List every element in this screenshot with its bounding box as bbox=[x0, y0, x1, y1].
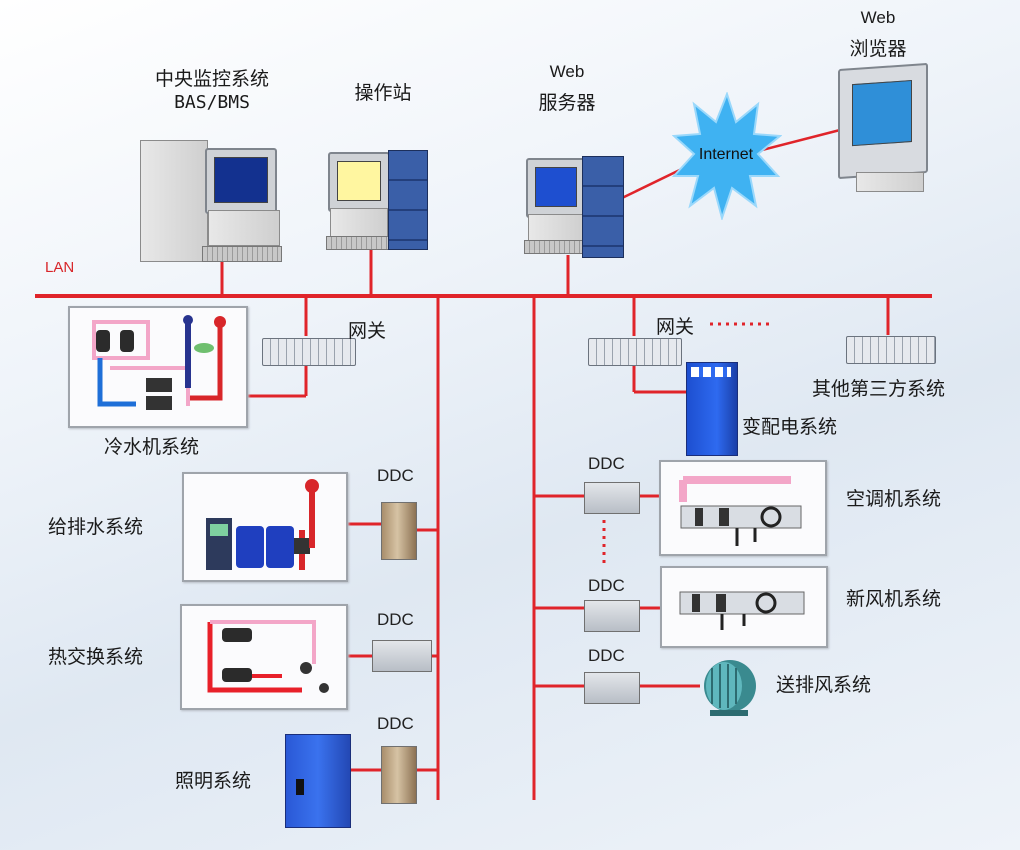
desktop-base bbox=[528, 214, 584, 242]
monitor bbox=[526, 158, 586, 218]
power-label: 变配电系统 bbox=[742, 416, 838, 438]
internet-cloud-icon bbox=[672, 92, 782, 220]
ddc-label-water: DDC bbox=[377, 466, 414, 485]
web-server-title-en: Web bbox=[549, 62, 585, 81]
ddc-label-exhaust: DDC bbox=[588, 646, 625, 665]
gateway-left-label: 网关 bbox=[348, 320, 387, 342]
chiller-panel[interactable] bbox=[68, 306, 248, 428]
water-pump-icon bbox=[206, 479, 319, 570]
heat-exchanger-icon bbox=[207, 620, 329, 693]
gateway-right-label: 网关 bbox=[656, 316, 695, 338]
ddc-label-heat: DDC bbox=[377, 610, 414, 629]
keyboard bbox=[326, 236, 392, 250]
browser-screen bbox=[852, 79, 912, 147]
exhaust-label: 送排风系统 bbox=[776, 674, 872, 696]
internet-label: Internet bbox=[698, 146, 754, 163]
server-tower bbox=[140, 140, 208, 262]
switch-icon bbox=[296, 779, 304, 795]
ddc-label-fresh-air: DDC bbox=[588, 576, 625, 595]
browser-title: 浏览器 bbox=[849, 38, 907, 60]
ddc-label-ahu: DDC bbox=[588, 454, 625, 473]
fresh-air-label: 新风机系统 bbox=[846, 588, 942, 610]
fresh-air-panel[interactable] bbox=[660, 566, 828, 648]
ddc-controller-lighting[interactable] bbox=[381, 746, 417, 804]
central-station-title: 中央监控系统 bbox=[154, 68, 270, 90]
gateway-left[interactable] bbox=[262, 338, 356, 366]
meters-icon bbox=[691, 367, 731, 377]
third-party-gateway[interactable] bbox=[846, 336, 936, 364]
web-server-title: 服务器 bbox=[538, 92, 596, 114]
lan-label: LAN bbox=[45, 259, 75, 276]
central-station-subtitle: BAS/BMS bbox=[174, 92, 250, 113]
operator-station-title: 操作站 bbox=[354, 82, 412, 104]
ddc-controller-ahu[interactable] bbox=[584, 482, 640, 514]
ahu-panel[interactable] bbox=[659, 460, 827, 556]
ddc-controller-heat[interactable] bbox=[372, 640, 432, 672]
water-panel[interactable] bbox=[182, 472, 348, 582]
power-cabinet[interactable] bbox=[686, 362, 738, 456]
monitor-screen bbox=[535, 167, 577, 207]
server-rack bbox=[388, 150, 428, 250]
desktop-base bbox=[330, 208, 388, 238]
monitor-screen bbox=[214, 157, 268, 203]
ddc-label-lighting: DDC bbox=[377, 714, 414, 733]
monitor-screen bbox=[337, 161, 381, 201]
keyboard bbox=[202, 246, 282, 262]
desktop-base bbox=[208, 210, 280, 246]
ddc-controller-water[interactable] bbox=[381, 502, 417, 560]
gateway-right[interactable] bbox=[588, 338, 682, 366]
exhaust-fan-icon[interactable] bbox=[698, 656, 758, 718]
ddc-controller-fresh-air[interactable] bbox=[584, 600, 640, 632]
monitor bbox=[328, 152, 390, 212]
chiller-piping-icon bbox=[92, 315, 226, 410]
third-party-label: 其他第三方系统 bbox=[812, 378, 946, 400]
server-rack bbox=[582, 156, 624, 258]
lighting-label: 照明系统 bbox=[175, 770, 252, 792]
ahu-label: 空调机系统 bbox=[846, 488, 942, 510]
fresh-air-unit-icon bbox=[679, 591, 805, 630]
monitor bbox=[205, 148, 277, 214]
air-handler-icon bbox=[679, 476, 802, 546]
crt-monitor bbox=[838, 62, 928, 180]
browser-title-en: Web bbox=[860, 8, 896, 27]
keyboard bbox=[524, 240, 588, 254]
monitor-stand bbox=[856, 172, 924, 192]
heat-exchange-panel[interactable] bbox=[180, 604, 348, 710]
link-internet-browser bbox=[761, 128, 841, 152]
water-label: 给排水系统 bbox=[48, 516, 144, 538]
heat-exchange-label: 热交换系统 bbox=[48, 646, 144, 668]
ddc-controller-exhaust[interactable] bbox=[584, 672, 640, 704]
chiller-label: 冷水机系统 bbox=[104, 436, 200, 458]
lighting-cabinet[interactable] bbox=[285, 734, 351, 828]
